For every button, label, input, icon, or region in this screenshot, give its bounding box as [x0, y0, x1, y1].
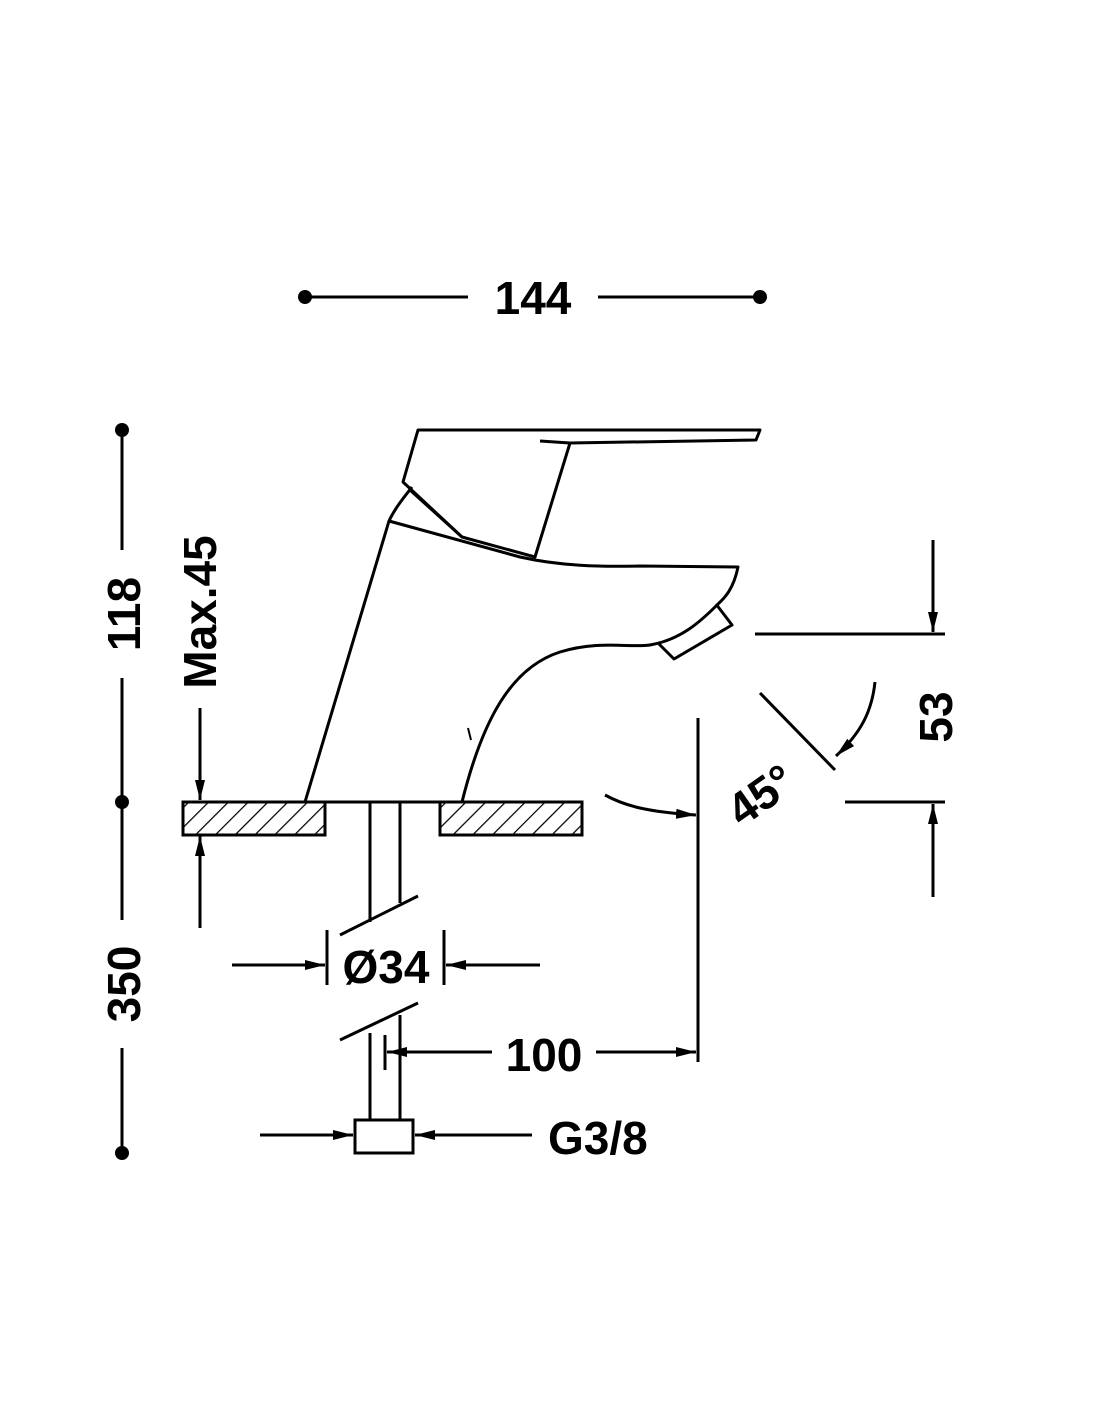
width-label: 144: [495, 272, 572, 324]
dimension-swivel-angle: 45°: [604, 681, 877, 836]
spout-reach-label: 100: [506, 1029, 583, 1081]
hole-diameter-label: Ø34: [343, 941, 430, 993]
dimension-connection: G3/8: [260, 1112, 648, 1164]
spout-height-label: 53: [910, 691, 962, 742]
dimension-spout-height: 53: [755, 540, 962, 897]
deck-thickness-label: Max.45: [174, 535, 226, 688]
counter-deck: [181, 800, 584, 837]
dimension-hole-diameter: Ø34: [232, 930, 540, 993]
dimension-vertical-chain: 118 350: [98, 423, 150, 1160]
faucet-body: [303, 428, 762, 804]
swivel-angle-label: 45°: [717, 754, 804, 836]
dimension-spout-reach: 100: [383, 718, 700, 1081]
dimension-width: 144: [298, 272, 767, 324]
hose-length-label: 350: [98, 946, 150, 1023]
supply-hose: [339, 802, 419, 1155]
dimension-deck-thickness: Max.45: [174, 535, 226, 928]
connector-nut: [353, 1118, 415, 1155]
connection-thread-label: G3/8: [548, 1112, 648, 1164]
height-label: 118: [98, 577, 150, 651]
